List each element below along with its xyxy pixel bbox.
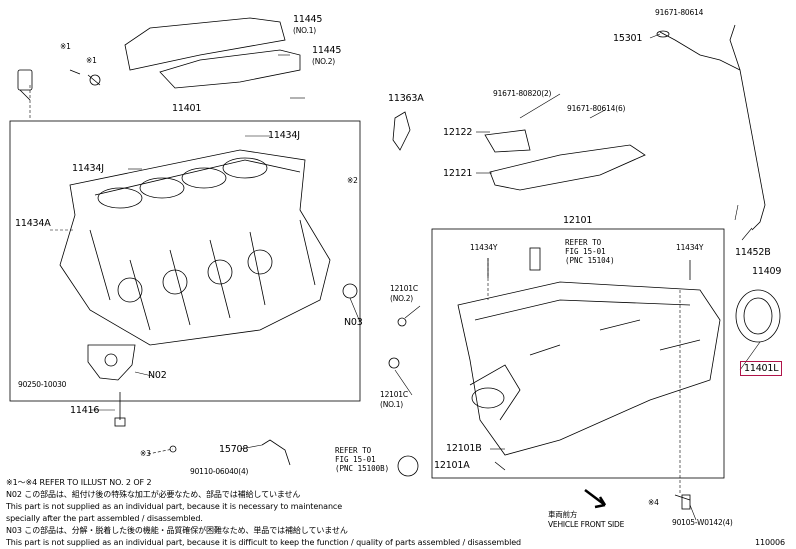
part-label-90110-06040[interactable]: 90110-06040(4)	[190, 467, 249, 476]
part-label-90105-w0142[interactable]: 90105-W0142(4)	[672, 518, 733, 527]
note-line-2: N02 この部品は、組付け後の特殊な加工が必要なため、部品では補給していません	[6, 490, 301, 499]
oil-pan-drawing	[457, 281, 721, 456]
refer-to-fig-15104[interactable]: REFER TO FIG 15-01 (PNC 15104)	[565, 238, 615, 265]
oil-pan-group-box	[431, 228, 725, 479]
part-label-11434y-a[interactable]: 11434Y	[470, 243, 498, 252]
refer-line-2: FIG 15-01	[335, 455, 376, 464]
part-label-11434j-b[interactable]: 11434J	[72, 163, 104, 174]
front-arrow-icon	[584, 489, 607, 509]
baffle-plate-drawing	[484, 129, 646, 191]
note-line-6: This part is not supplied as an individu…	[6, 538, 522, 547]
part-label-91671-80614[interactable]: 91671-80614	[655, 8, 704, 17]
refer-line-2: FIG 15-01	[565, 247, 606, 256]
illust-mark-4: ※4	[648, 498, 659, 507]
part-label-12101c-no1-qualifier: (NO.1)	[380, 400, 404, 409]
part-label-11401[interactable]: 11401	[172, 103, 202, 114]
cap-11363a-drawing	[392, 111, 411, 151]
figure-id: 110006	[755, 538, 785, 547]
part-label-91671-80820[interactable]: 91671-80820(2)	[493, 89, 552, 98]
note-line-5: N03 この部品は、分解・脱着した後の機能・品質確保が困難なため、単品では補給し…	[6, 526, 348, 535]
part-label-90250-10030[interactable]: 90250-10030	[18, 380, 67, 389]
part-label-12101c-no2-qualifier: (NO.2)	[390, 294, 414, 303]
refer-line-1: REFER TO	[565, 238, 602, 247]
illust-mark-3: ※3	[140, 449, 151, 458]
oil-seal-drawing	[735, 289, 781, 343]
part-label-11452b[interactable]: 11452B	[735, 247, 771, 258]
note-line-3: This part is not supplied as an individu…	[6, 502, 343, 511]
part-label-11409[interactable]: 11409	[752, 266, 782, 277]
illust-mark-1a: ※1	[60, 42, 71, 51]
illust-mark-2: ※2	[347, 176, 358, 185]
plug-n03-drawing	[342, 283, 358, 299]
refer-line-1: REFER TO	[335, 446, 372, 455]
note-line-4: specially after the part assembled / dis…	[6, 514, 203, 523]
bearing-cap-drawing	[87, 344, 136, 381]
bolt-11416-drawing	[114, 392, 126, 427]
part-label-11445-no1-qualifier: (NO.1)	[293, 26, 317, 35]
part-label-n02[interactable]: N02	[148, 370, 167, 381]
part-label-11445-no2-qualifier: (NO.2)	[312, 57, 336, 66]
engine-block-group-box	[9, 120, 361, 402]
part-label-11401l[interactable]: 11401L	[740, 361, 783, 376]
part-label-12122[interactable]: 12122	[443, 127, 473, 138]
refer-line-3: (PNC 15104)	[565, 256, 615, 265]
insulator-11445-drawing	[124, 17, 301, 89]
vehicle-front-en: VEHICLE FRONT SIDE	[548, 520, 625, 529]
part-label-n03[interactable]: N03	[344, 317, 363, 328]
part-label-12101b[interactable]: 12101B	[446, 443, 482, 454]
refer-to-fig-15100b[interactable]: REFER TO FIG 15-01 (PNC 15100B)	[335, 446, 389, 473]
part-label-11363a[interactable]: 11363A	[388, 93, 424, 104]
oil-gauge-drawing	[656, 24, 766, 231]
illust-mark-1b: ※1	[86, 56, 97, 65]
refer-line-3: (PNC 15100B)	[335, 464, 390, 473]
part-label-12101c-no1[interactable]: 12101C	[380, 390, 408, 399]
part-label-12121[interactable]: 12121	[443, 168, 473, 179]
part-label-11434a[interactable]: 11434A	[15, 218, 51, 229]
part-label-15301[interactable]: 15301	[613, 33, 643, 44]
cylinder-block-drawing	[59, 149, 331, 346]
part-label-12101a[interactable]: 12101A	[434, 460, 470, 471]
part-label-11434y-b[interactable]: 11434Y	[676, 243, 704, 252]
part-label-11445-no1[interactable]: 11445	[293, 14, 323, 25]
part-label-11434j-a[interactable]: 11434J	[268, 130, 300, 141]
note-line-1: ※1～※4 REFER TO ILLUST NO. 2 OF 2	[6, 478, 152, 487]
part-label-12101c-no2[interactable]: 12101C	[390, 284, 418, 293]
part-label-11445-no2[interactable]: 11445	[312, 45, 342, 56]
part-label-12101[interactable]: 12101	[563, 215, 593, 226]
sensor-drawing	[17, 69, 101, 101]
part-label-15708[interactable]: 15708	[219, 444, 249, 455]
part-label-91671-80614-6[interactable]: 91671-80614(6)	[567, 104, 626, 113]
vehicle-front-jp: 車両前方	[548, 510, 578, 519]
part-label-11416[interactable]: 11416	[70, 405, 100, 416]
